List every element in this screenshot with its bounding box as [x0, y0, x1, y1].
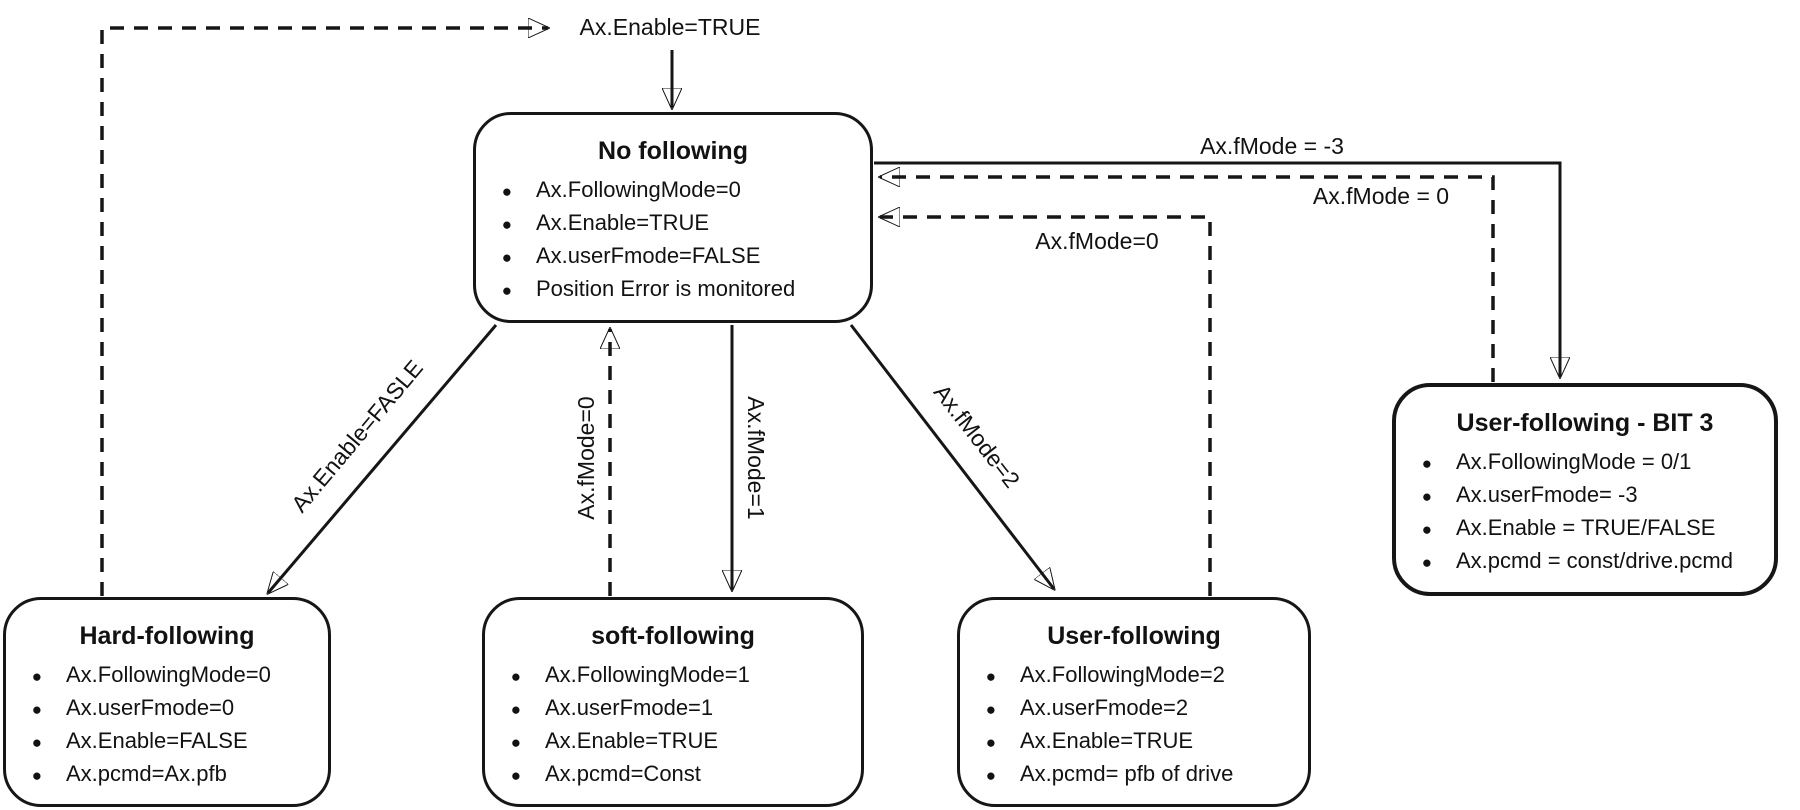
edge-label-fmode0-bit3: Ax.fMode = 0	[1312, 183, 1450, 209]
bullet-dot: ●	[1421, 454, 1432, 473]
state-property-row: ● Ax.pcmd=Ax.pfb	[6, 757, 328, 790]
state-property-row: ● Ax.pcmd = const/drive.pcmd	[1396, 544, 1774, 577]
state-property-row: ● Ax.Enable=TRUE	[960, 724, 1308, 757]
state-title: User-following - BIT 3	[1456, 409, 1714, 437]
edge-label-fmode-minus3: Ax.fMode = -3	[1200, 133, 1344, 159]
arrow-to-user-following	[849, 324, 1054, 589]
bullet-dot: ●	[31, 733, 42, 752]
state-property-row: ● Ax.Enable=TRUE	[476, 206, 870, 239]
state-property-row: ● Ax.userFmode=0	[6, 691, 328, 724]
state-property-row: ● Ax.pcmd=Const	[485, 757, 861, 790]
state-title: soft-following	[591, 622, 755, 650]
state-soft-following: soft-following ● Ax.FollowingMode=1 ● Ax…	[482, 597, 864, 807]
arrow-user-to-no-following	[880, 217, 1212, 596]
edge-label-fmode1: Ax.fMode=1	[743, 396, 769, 520]
bullet-dot: ●	[1421, 487, 1432, 506]
bullet-dot: ●	[985, 766, 996, 785]
state-property: Ax.Enable=TRUE	[1020, 728, 1194, 753]
bullet-dot: ●	[510, 733, 521, 752]
bullet-dot: ●	[985, 700, 996, 719]
bullet-dot: ●	[1421, 553, 1432, 572]
state-property-row: ● Ax.userFmode=1	[485, 691, 861, 724]
arrow-hard-to-entry-label	[100, 28, 548, 596]
state-hard-following: Hard-following ● Ax.FollowingMode=0 ● Ax…	[3, 597, 331, 807]
state-property: Ax.userFmode=2	[1020, 695, 1189, 720]
state-property: Ax.pcmd= pfb of drive	[1020, 761, 1234, 786]
bullet-dot: ●	[985, 667, 996, 686]
bullet-dot: ●	[510, 667, 521, 686]
edge-label-fmode0-user: Ax.fMode=0	[1035, 228, 1159, 254]
state-property-row: ● Ax.pcmd= pfb of drive	[960, 757, 1308, 790]
state-property-row: ● Ax.userFmode=2	[960, 691, 1308, 724]
bullet-dot: ●	[501, 215, 512, 234]
state-property: Ax.pcmd = const/drive.pcmd	[1456, 548, 1733, 573]
edge-label-fmode0-soft: Ax.fMode=0	[573, 396, 599, 520]
bullet-dot: ●	[510, 700, 521, 719]
state-property: Ax.FollowingMode=0	[66, 662, 271, 687]
state-user-following: User-following ● Ax.FollowingMode=2 ● Ax…	[957, 597, 1311, 807]
state-property: Ax.userFmode= -3	[1456, 482, 1638, 507]
state-title: Hard-following	[79, 622, 255, 650]
bullet-dot: ●	[510, 766, 521, 785]
state-property-row: ● Ax.Enable=TRUE	[485, 724, 861, 757]
state-property-row: ● Ax.FollowingMode=0	[6, 658, 328, 691]
state-property: Ax.FollowingMode = 0/1	[1456, 449, 1692, 474]
bullet-dot: ●	[501, 248, 512, 267]
state-property: Ax.userFmode=FALSE	[536, 243, 761, 268]
state-title: User-following	[1047, 622, 1221, 650]
state-property: Ax.userFmode=1	[545, 695, 714, 720]
state-property-row: ● Position Error is monitored	[476, 272, 870, 305]
edge-label-enable-true: Ax.Enable=TRUE	[579, 14, 761, 40]
state-no-following: No following ● Ax.FollowingMode=0 ● Ax.E…	[473, 112, 873, 323]
state-property: Ax.pcmd=Ax.pfb	[66, 761, 227, 786]
bullet-dot: ●	[31, 667, 42, 686]
state-property: Ax.FollowingMode=2	[1020, 662, 1225, 687]
arrow-to-hard-following	[268, 324, 498, 593]
state-user-following-bit3: User-following - BIT 3 ● Ax.FollowingMod…	[1392, 383, 1778, 596]
state-property: Ax.Enable=FALSE	[66, 728, 248, 753]
state-property: Ax.Enable = TRUE/FALSE	[1456, 515, 1716, 540]
state-property-row: ● Ax.Enable = TRUE/FALSE	[1396, 511, 1774, 544]
state-property-row: ● Ax.FollowingMode = 0/1	[1396, 445, 1774, 478]
state-property-row: ● Ax.userFmode=FALSE	[476, 239, 870, 272]
state-property: Ax.FollowingMode=0	[536, 177, 741, 202]
state-property-row: ● Ax.FollowingMode=2	[960, 658, 1308, 691]
state-property: Ax.userFmode=0	[66, 695, 235, 720]
state-property: Ax.FollowingMode=1	[545, 662, 750, 687]
bullet-dot: ●	[1421, 520, 1432, 539]
bullet-dot: ●	[31, 766, 42, 785]
bullet-dot: ●	[501, 182, 512, 201]
arrow-to-bit3	[874, 161, 1560, 377]
state-property: Position Error is monitored	[536, 276, 796, 301]
state-property: Ax.Enable=TRUE	[545, 728, 719, 753]
bullet-dot: ●	[985, 733, 996, 752]
state-property: Ax.Enable=TRUE	[536, 210, 710, 235]
state-property: Ax.pcmd=Const	[545, 761, 701, 786]
arrow-bit3-to-no-following	[880, 177, 1495, 382]
state-property-row: ● Ax.Enable=FALSE	[6, 724, 328, 757]
state-property-row: ● Ax.userFmode= -3	[1396, 478, 1774, 511]
state-property-row: ● Ax.FollowingMode=1	[485, 658, 861, 691]
bullet-dot: ●	[501, 281, 512, 300]
state-property-row: ● Ax.FollowingMode=0	[476, 173, 870, 206]
state-title: No following	[598, 137, 748, 165]
bullet-dot: ●	[31, 700, 42, 719]
